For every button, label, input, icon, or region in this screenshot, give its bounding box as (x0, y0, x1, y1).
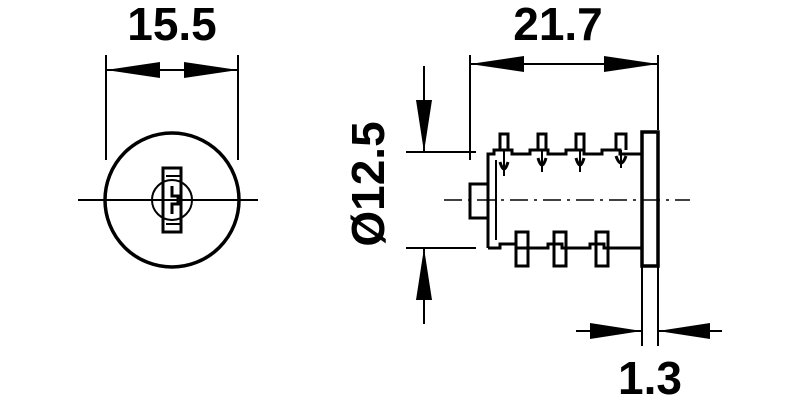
length-arrow-left (470, 56, 524, 72)
length-arrow-right (604, 56, 658, 72)
front-width-label: 15.5 (127, 0, 217, 50)
plug-tip (468, 182, 490, 220)
side-view: 21.7 Ø12.5 (342, 0, 722, 400)
tumblers-top (498, 132, 628, 176)
flange-thickness-label: 1.3 (618, 352, 682, 400)
body-length-label: 21.7 (513, 0, 603, 50)
front-arrow-left (106, 62, 160, 78)
front-view: 15.5 (78, 0, 258, 269)
diameter-arrow-top (416, 100, 432, 152)
flange-arrow-right (658, 323, 710, 339)
flange (640, 130, 660, 268)
diameter-arrow-bottom (416, 248, 432, 300)
diameter-label: Ø12.5 (342, 121, 394, 246)
tumblers-bottom (514, 230, 610, 268)
keyway (151, 166, 193, 234)
flange-arrow-left (590, 323, 642, 339)
front-arrow-right (184, 62, 238, 78)
